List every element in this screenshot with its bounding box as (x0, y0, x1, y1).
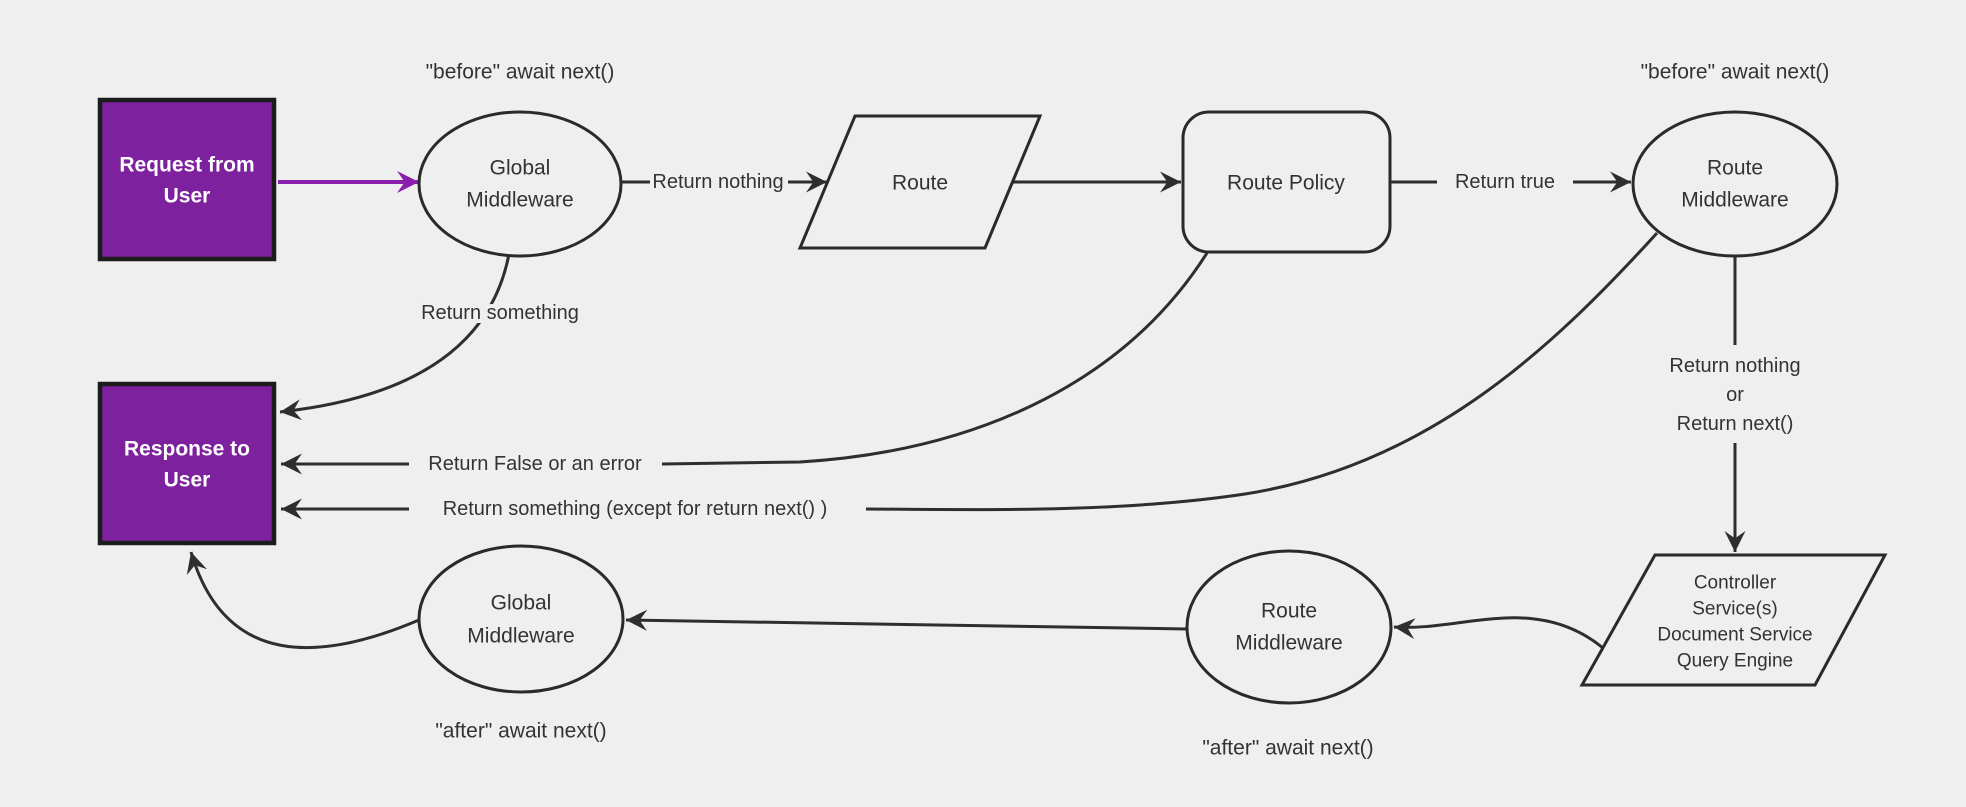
edge-labels: Return nothing Return true Return someth… (417, 167, 1805, 524)
controller-label-line3: Document Service (1657, 625, 1812, 646)
global-middleware-top-label-line2: Middleware (466, 189, 573, 212)
global-middleware-top-label-line1: Global (490, 157, 551, 180)
route-middleware-bottom-node: Route Middleware (1185, 549, 1393, 705)
route-parallelogram (797, 114, 1043, 250)
route-middleware-bottom-label-line1: Route (1261, 600, 1317, 623)
edge-controller-to-routemw-bottom (1393, 616, 1604, 650)
route-policy-rect (1181, 110, 1392, 254)
route-middleware-bottom-ellipse (1185, 549, 1393, 705)
edge-label-return-nothing-or-2: or (1726, 384, 1744, 406)
controller-label-line4: Query Engine (1677, 651, 1793, 672)
annotation-before-await-right: "before" await next() (1641, 61, 1830, 84)
response-to-user-node: Response to User (97, 381, 277, 546)
edges (186, 171, 1746, 650)
response-to-user-box (97, 381, 277, 546)
route-label: Route (892, 172, 948, 195)
annotation-after-await-left: "after" await next() (435, 720, 606, 743)
edge-label-return-something-except: Return something (except for return next… (443, 498, 828, 520)
controller-label-line2: Service(s) (1692, 599, 1778, 620)
route-middleware-top-node: Route Middleware (1631, 110, 1839, 258)
edge-label-return-nothing-or-3: Return next() (1677, 413, 1794, 435)
controller-services-node: Controller Service(s) Document Service Q… (1579, 553, 1888, 687)
edge-label-return-nothing: Return nothing (652, 171, 783, 193)
route-middleware-top-label-line1: Route (1707, 157, 1763, 180)
route-policy-node: Route Policy (1181, 110, 1392, 254)
route-middleware-top-label-line2: Middleware (1681, 189, 1788, 212)
edge-label-return-something: Return something (421, 302, 579, 324)
global-middleware-top-node: Global Middleware (417, 110, 623, 258)
nodes: Request from User Global Middleware Rout… (97, 97, 1888, 705)
response-to-user-label-line1: Response to (124, 438, 250, 461)
edge-label-return-true: Return true (1455, 171, 1555, 193)
annotations: "before" await next() "before" await nex… (426, 61, 1830, 760)
request-from-user-box (97, 97, 277, 262)
controller-label-line1: Controller (1694, 573, 1777, 594)
response-to-user-label-line2: User (164, 469, 211, 492)
route-middleware-bottom-label-line2: Middleware (1235, 632, 1342, 655)
annotation-after-await-right: "after" await next() (1202, 737, 1373, 760)
global-middleware-bottom-label-line2: Middleware (467, 625, 574, 648)
route-policy-label: Route Policy (1227, 172, 1345, 195)
global-middleware-bottom-ellipse (417, 544, 625, 694)
global-middleware-bottom-label-line1: Global (491, 592, 552, 615)
route-middleware-top-ellipse (1631, 110, 1839, 258)
request-from-user-label-line2: User (164, 185, 211, 208)
route-node: Route (797, 114, 1043, 250)
global-middleware-top-ellipse (417, 110, 623, 258)
annotation-before-await-left: "before" await next() (426, 61, 615, 84)
edge-routemw-to-response-curve (865, 231, 1659, 512)
edge-label-return-false-or-error: Return False or an error (428, 453, 642, 475)
controller-parallelogram (1579, 553, 1888, 687)
request-from-user-label-line1: Request from (119, 154, 254, 177)
edge-globalmw-top-to-response (279, 253, 511, 421)
edge-globalmw-bottom-to-response (186, 551, 420, 650)
edge-label-return-nothing-or-1: Return nothing (1669, 355, 1800, 377)
edge-policy-to-response-curve (661, 252, 1209, 466)
edge-routemw-bottom-to-globalmw-bottom (625, 609, 1188, 631)
global-middleware-bottom-node: Global Middleware (417, 544, 625, 694)
request-from-user-node: Request from User (97, 97, 277, 262)
